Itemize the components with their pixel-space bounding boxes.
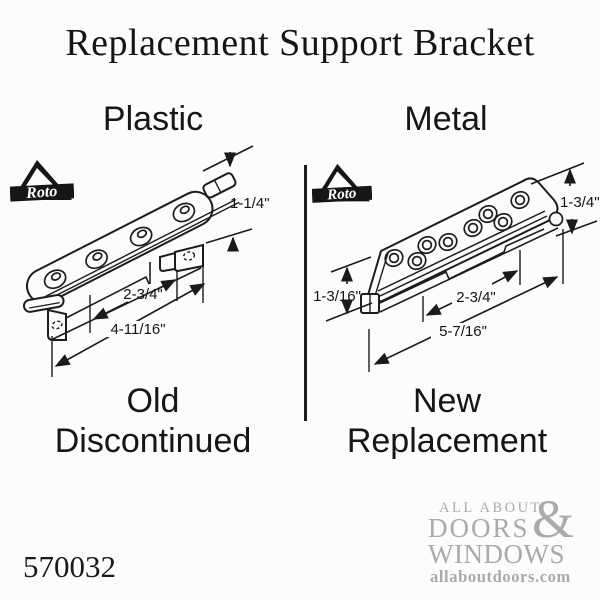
status-line: New xyxy=(412,382,482,420)
dim-label-overall-length: 4-11/16" xyxy=(110,321,165,338)
roto-logo-right: Roto xyxy=(312,163,372,204)
plastic-bracket-drawing xyxy=(22,172,240,341)
roto-logo-text: Roto xyxy=(25,183,58,202)
roto-logo-text: Roto xyxy=(326,186,357,204)
dim-label-overall-height: 1-3/4" xyxy=(560,194,600,211)
rolled-tab xyxy=(548,211,564,227)
watermark-line3: WINDOWS xyxy=(428,539,565,569)
watermark: ALL ABOUT & DOORS WINDOWS allaboutdoors.… xyxy=(428,489,588,590)
metal-dimensions xyxy=(325,162,598,372)
plastic-dimensions xyxy=(51,145,254,377)
dim-label-slot-width: 2-3/4" xyxy=(456,289,496,306)
right-foot xyxy=(174,243,204,273)
panel-divider xyxy=(304,165,307,421)
watermark-url: allaboutdoors.com xyxy=(430,567,571,586)
metal-holes xyxy=(384,190,530,271)
roto-logo-left: Roto xyxy=(10,160,74,202)
dim-label-left-height: 1-3/16" xyxy=(313,288,361,305)
product-number: 570032 xyxy=(23,549,116,584)
dim-label-slot-width: 2-3/4" xyxy=(123,286,163,303)
status-line: Old xyxy=(126,382,180,420)
left-status-label: Old Discontinued xyxy=(28,381,278,461)
dim-label-tab-height: 1-1/4" xyxy=(230,195,270,212)
status-line: Discontinued xyxy=(54,422,252,460)
status-line: Replacement xyxy=(346,422,548,460)
small-tab xyxy=(159,251,176,273)
right-material-label: Metal xyxy=(404,100,488,138)
page-title: Replacement Support Bracket xyxy=(65,22,535,64)
watermark-ampersand: & xyxy=(532,489,575,549)
dim-label-overall-length: 5-7/16" xyxy=(439,323,487,340)
bracket-bar xyxy=(26,190,214,304)
left-material-label: Plastic xyxy=(102,100,204,138)
right-status-label: New Replacement xyxy=(322,381,572,461)
end-tab xyxy=(202,172,237,199)
left-hook xyxy=(22,294,65,313)
left-foot xyxy=(47,308,67,341)
watermark-line2: DOORS xyxy=(428,513,530,543)
watermark-line1: ALL ABOUT xyxy=(439,500,542,516)
